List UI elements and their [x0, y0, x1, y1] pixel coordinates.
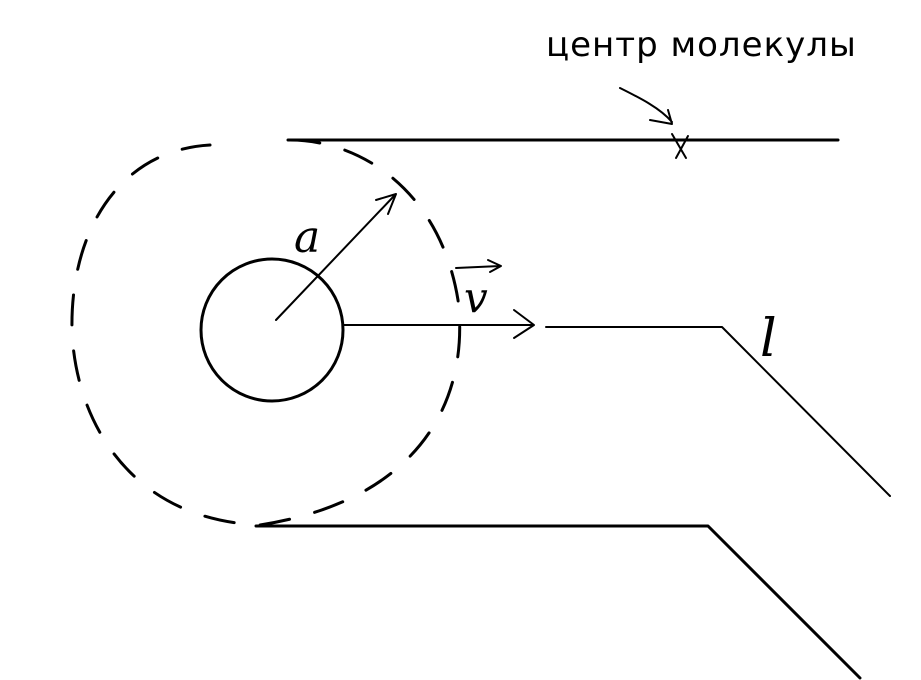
- molecule-center-cross: [671, 133, 689, 159]
- bottom-boundary-line: [254, 524, 862, 680]
- velocity-arrowhead: [513, 309, 535, 339]
- velocity-label: v: [464, 273, 488, 322]
- dashed-collision-circle: [70, 138, 462, 527]
- center-pointer-arrow: [619, 87, 673, 125]
- velocity-vector-mark: [455, 259, 502, 273]
- middle-path-line: [545, 326, 891, 497]
- length-label: l: [760, 309, 777, 369]
- molecule-center-label: центр молекулы: [546, 25, 857, 65]
- radius-arrow-line: [275, 195, 395, 321]
- radius-arrowhead: [375, 193, 397, 215]
- molecule-circle: [199, 257, 345, 403]
- radius-label: a: [294, 212, 320, 263]
